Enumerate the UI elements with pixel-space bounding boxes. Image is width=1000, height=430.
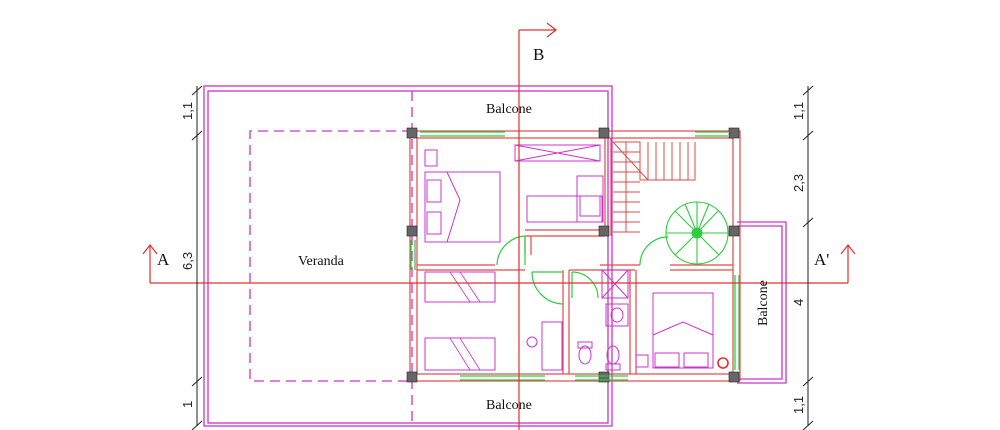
- columns: [406, 127, 740, 383]
- room-label-balcony-bottom: Balcone: [486, 398, 532, 413]
- windows: [410, 131, 740, 381]
- sink: [605, 303, 629, 327]
- terrace-outline: [203, 85, 613, 427]
- bed-single-top: [526, 195, 603, 223]
- bidet: [606, 345, 620, 365]
- dim-left-middle: 6,3: [180, 252, 195, 270]
- dim-right-top: 1,1: [791, 102, 806, 120]
- dimension-line-left: [191, 85, 203, 430]
- dimension-line-right: [802, 85, 814, 430]
- shower: [601, 269, 629, 299]
- bed-double-1: [424, 171, 501, 243]
- furniture: [424, 144, 714, 371]
- dim-right-bottom: 1,1: [791, 396, 806, 414]
- house-walls: [409, 130, 741, 382]
- dim-left-bottom: 1: [180, 401, 195, 408]
- bed-double-2: [652, 292, 714, 369]
- section-line-b: [518, 22, 557, 430]
- veranda-outline: [249, 130, 412, 382]
- spiral-staircase: [665, 201, 729, 265]
- section-line-a: [142, 244, 856, 284]
- dim-left-top: 1,1: [180, 102, 195, 120]
- flue-icon: [717, 357, 729, 369]
- room-label-balcony-right: Balcone: [756, 280, 771, 326]
- section-label-a-left: A: [157, 250, 170, 269]
- door-swings: [496, 235, 669, 305]
- section-label-b: B: [533, 45, 544, 64]
- dim-right-second: 2,3: [791, 174, 806, 192]
- straight-staircase: [612, 141, 696, 233]
- section-label-a-right: A': [814, 250, 829, 269]
- room-label-balcony-top: Balcone: [486, 102, 532, 117]
- cabinet: [541, 321, 563, 371]
- dim-right-third: 4: [791, 299, 806, 306]
- room-label-veranda: Veranda: [298, 254, 345, 269]
- right-balcony-outline: [737, 221, 787, 384]
- toilet: [578, 345, 592, 365]
- wardrobe: [514, 144, 601, 162]
